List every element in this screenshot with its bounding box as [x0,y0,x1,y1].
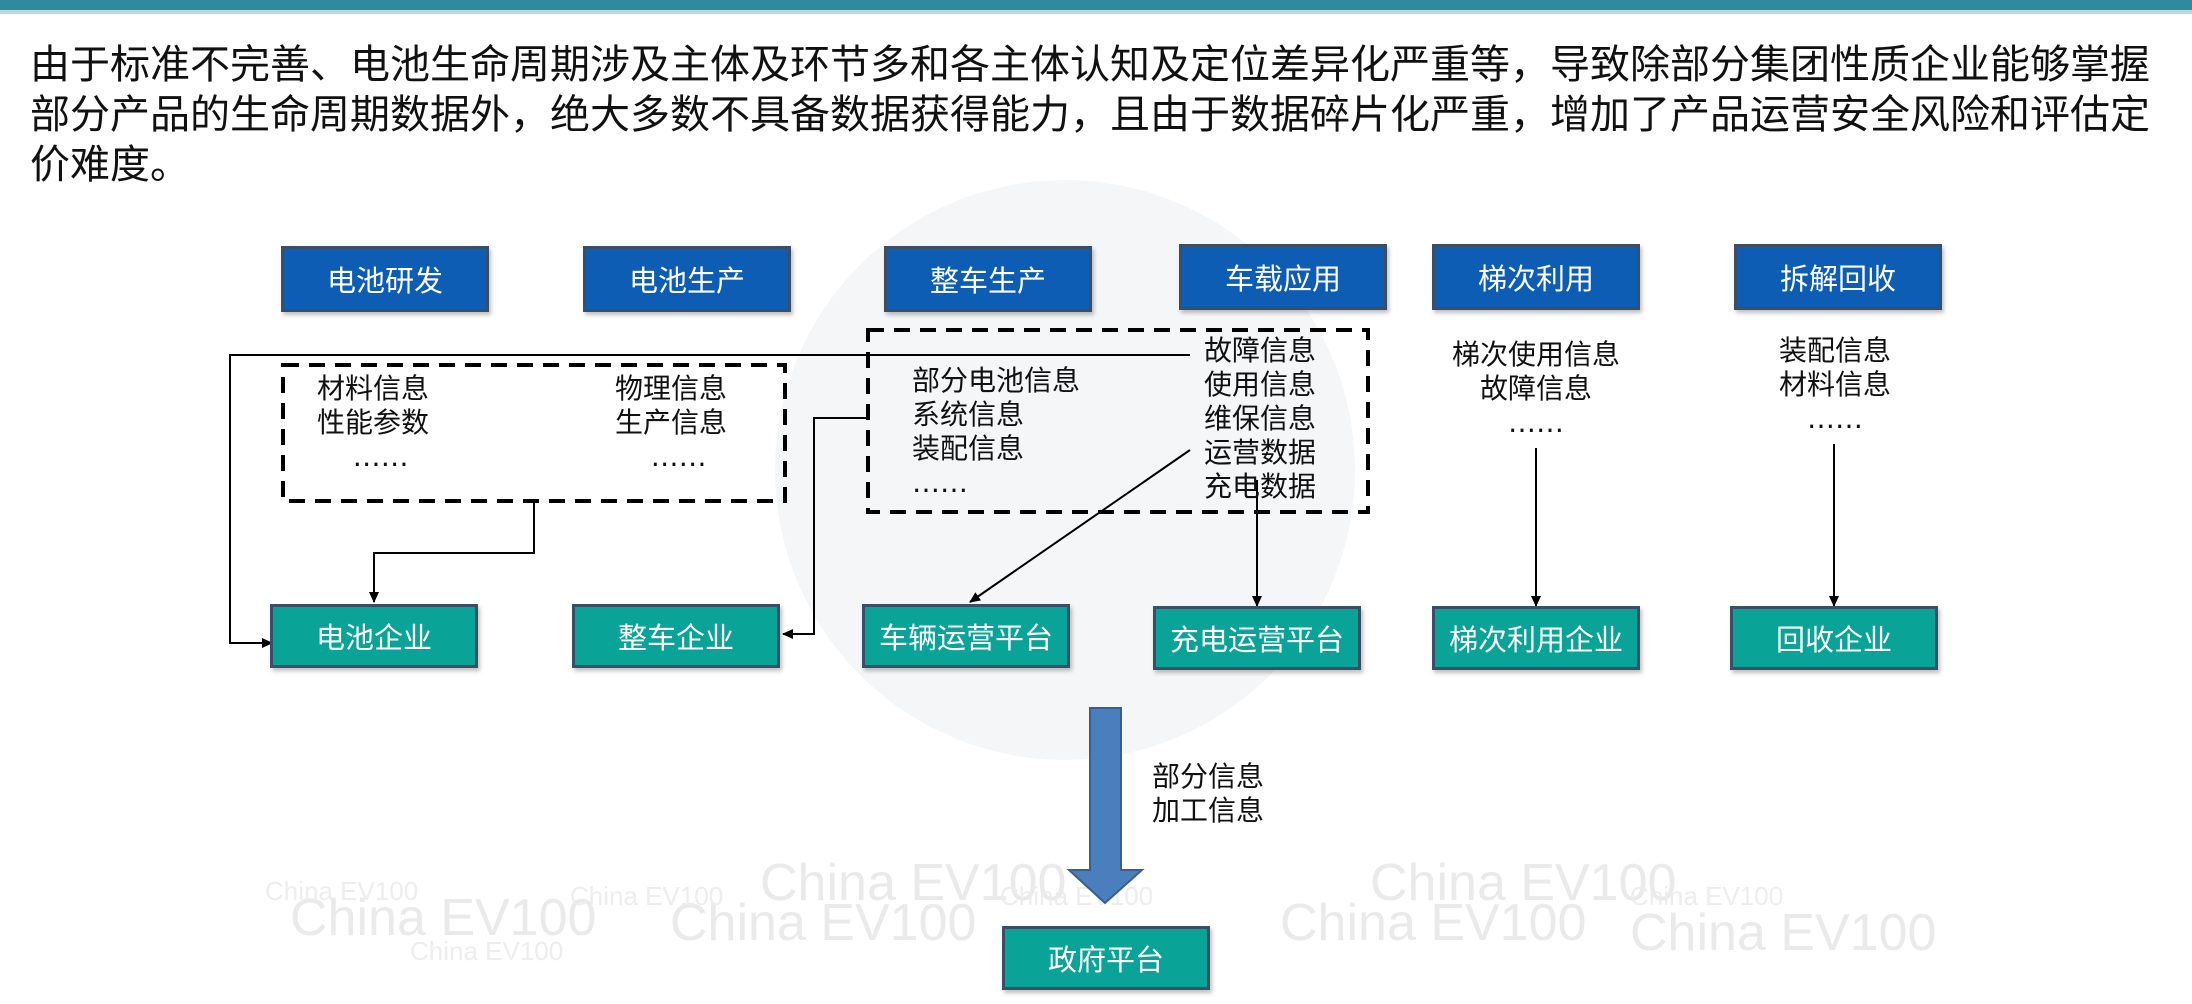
intro-paragraph: 由于标准不完善、电池生命周期涉及主体及环节多和各主体认知及定位差异化严重等，导致… [30,42,2150,188]
info-vehicle-application: 故障信息 使用信息 维保信息 运营数据 充电数据 [1204,334,1317,503]
org-charging-operation-platform: 充电运营平台 [1153,606,1361,670]
stage-dismantle-recycle: 拆解回收 [1734,244,1942,310]
top-accent-bar-main [0,0,2192,10]
info-battery-production: 物理信息 生产信息 …… [615,372,728,473]
dashed-group-vehicle-application [866,328,1370,514]
flow-label: 部分信息 加工信息 [1152,760,1265,827]
org-recycle-company: 回收企业 [1730,606,1938,670]
info-dismantle-recycle: 装配信息 材料信息 …… [1778,334,1891,435]
org-vehicle-company: 整车企业 [572,604,780,668]
connector-group-to-battery-company [369,501,535,603]
stage-battery-production: 电池生产 [583,246,791,312]
info-cascade-use: 梯次使用信息 故障信息 …… [1451,338,1620,439]
top-accent-bar-light [0,10,2192,14]
org-cascade-use-company: 梯次利用企业 [1432,606,1640,670]
info-battery-rd: 材料信息 性能参数 …… [317,372,430,473]
org-battery-company: 电池企业 [270,604,478,668]
top-accent-bar [0,0,2192,14]
org-government-platform: 政府平台 [1002,926,1210,990]
stage-battery-rd: 电池研发 [281,246,489,312]
stage-vehicle-production: 整车生产 [884,246,1092,312]
connector-to-vehicle-platform [969,449,1191,603]
stage-vehicle-application: 车载应用 [1179,244,1387,310]
connector-group-to-vehicle-company [782,417,868,639]
stage-cascade-use: 梯次利用 [1432,244,1640,310]
big-down-arrow [1066,707,1145,905]
org-vehicle-operation-platform: 车辆运营平台 [862,604,1070,668]
info-vehicle-production: 部分电池信息 系统信息 装配信息 …… [912,364,1081,499]
connector-fault-to-battery-company [229,354,1190,648]
